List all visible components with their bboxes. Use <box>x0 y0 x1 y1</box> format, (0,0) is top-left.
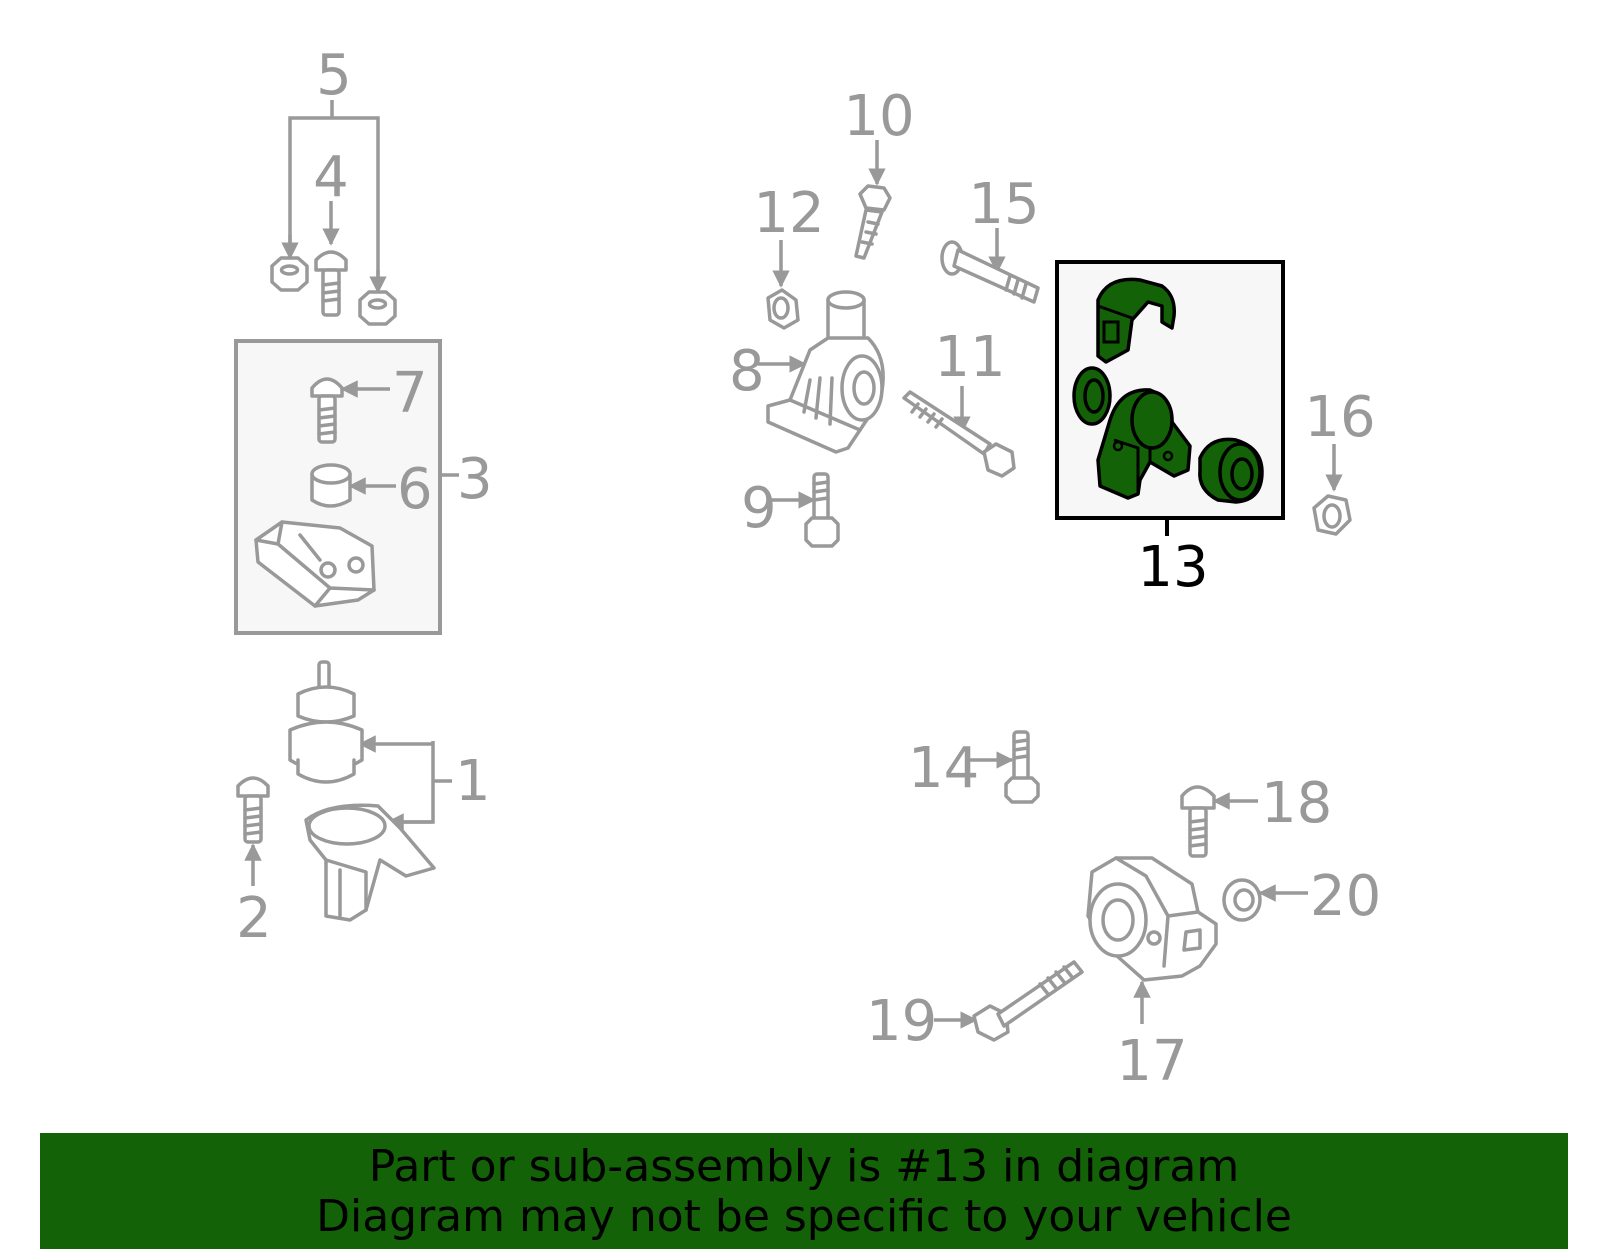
part-14-bolt[interactable] <box>968 730 1040 804</box>
callout-1: 1 <box>455 749 491 814</box>
part-13-highlighted-kit[interactable] <box>1072 277 1264 504</box>
part-4-bolt[interactable] <box>314 201 348 317</box>
callout-5: 5 <box>316 43 352 108</box>
part-7-bolt[interactable] <box>310 377 390 444</box>
callout-9: 9 <box>741 476 777 541</box>
part-2-bolt[interactable] <box>236 776 270 886</box>
callout-4: 4 <box>313 145 349 210</box>
callout-16: 16 <box>1304 385 1375 450</box>
callout-17: 17 <box>1116 1029 1187 1094</box>
callout-11: 11 <box>934 325 1005 390</box>
banner-line-2: Diagram may not be specific to your vehi… <box>316 1191 1292 1242</box>
bracket-plate[interactable] <box>254 520 376 608</box>
callout-2: 2 <box>236 886 272 951</box>
callout-19: 19 <box>866 989 937 1054</box>
part-10-screw[interactable] <box>854 140 892 260</box>
part-8-bracket[interactable] <box>758 290 885 454</box>
callout-15: 15 <box>968 172 1039 237</box>
part-11-bolt[interactable] <box>902 386 1016 478</box>
part-20-washer[interactable] <box>1222 878 1308 922</box>
callout-12: 12 <box>753 181 824 246</box>
part-6-spacer[interactable] <box>310 463 396 508</box>
banner-line-1: Part or sub-assembly is #13 in diagram <box>368 1141 1240 1192</box>
callout-6: 6 <box>397 457 433 522</box>
callout-13: 13 <box>1137 535 1208 600</box>
callout-7: 7 <box>392 361 428 426</box>
callout-18: 18 <box>1261 771 1332 836</box>
callout-20: 20 <box>1310 864 1381 929</box>
callout-10: 10 <box>843 84 914 149</box>
part-1-mount[interactable] <box>288 660 452 922</box>
part-9-bolt[interactable] <box>770 472 840 548</box>
part-15-bolt[interactable] <box>940 228 1040 304</box>
part-18-bolt[interactable] <box>1180 785 1258 858</box>
part-12-nut[interactable] <box>766 240 800 330</box>
callout-14: 14 <box>908 736 979 801</box>
callout-3: 3 <box>457 447 493 512</box>
info-banner: Part or sub-assembly is #13 in diagram D… <box>40 1133 1568 1249</box>
part-19-bolt[interactable] <box>934 960 1084 1042</box>
part-5-nuts[interactable] <box>270 100 397 326</box>
part-16-nut[interactable] <box>1312 444 1352 536</box>
part-17-mount[interactable] <box>1086 856 1218 1024</box>
callout-8: 8 <box>729 339 765 404</box>
